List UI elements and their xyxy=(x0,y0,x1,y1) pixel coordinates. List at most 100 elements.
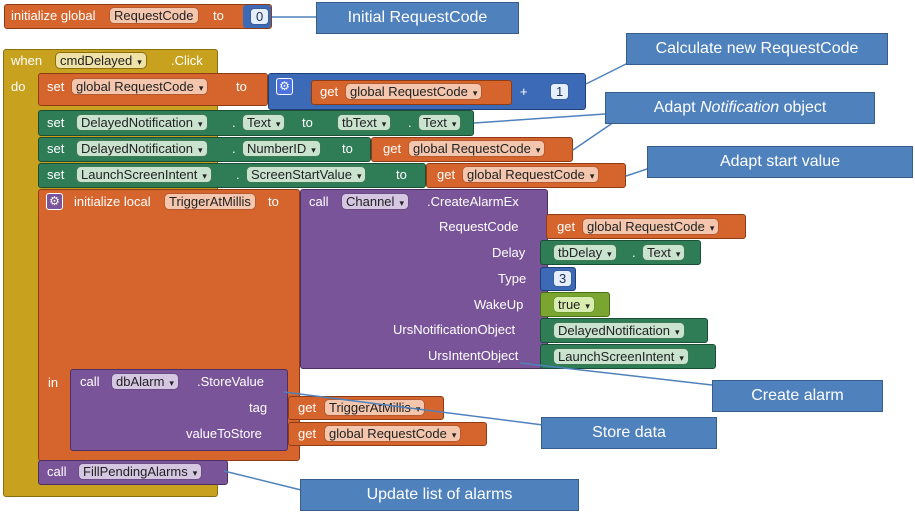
create-alarm-call-block[interactable] xyxy=(300,189,548,369)
gear-icon[interactable]: ⚙ xyxy=(46,193,63,210)
param-intent-dropdown[interactable]: LaunchScreenIntent▾ xyxy=(553,348,689,365)
set3-get-dropdown[interactable]: global RequestCode▾ xyxy=(408,140,546,157)
set4-component-dropdown[interactable]: LaunchScreenIntent▾ xyxy=(76,166,212,183)
set3-set-label: set xyxy=(47,141,65,156)
local-init-label: initialize local xyxy=(74,194,151,209)
event-component-dropdown[interactable]: cmdDelayed▾ xyxy=(55,52,147,69)
store-tag-get-dropdown[interactable]: TriggerAtMillis▾ xyxy=(324,399,426,416)
param-requestcode-label: RequestCode xyxy=(439,219,519,234)
set1-set-label: set xyxy=(47,79,65,94)
store-value-label: valueToStore xyxy=(186,426,262,441)
global-init-label: initialize global xyxy=(11,8,96,23)
param-requestcode-get-label: get xyxy=(557,219,576,234)
callout-initial-requestcode: Initial RequestCode xyxy=(316,2,519,34)
param-wakeup-label: WakeUp xyxy=(474,297,524,312)
set3-property-dropdown[interactable]: NumberID▾ xyxy=(242,140,321,157)
chevron-down-icon: ▾ xyxy=(198,145,203,155)
chevron-down-icon: ▾ xyxy=(356,171,362,181)
gear-icon[interactable]: ⚙ xyxy=(276,78,293,95)
global-init-to-label: to xyxy=(213,8,224,23)
math-plus-label: + xyxy=(520,84,528,99)
event-name-label: .Click xyxy=(171,53,203,68)
set1-var-dropdown[interactable]: global RequestCode▾ xyxy=(71,78,209,95)
store-value-call-block[interactable] xyxy=(70,369,288,451)
set1-get-dropdown[interactable]: global RequestCode▾ xyxy=(345,83,483,100)
callout-create-alarm: Create alarm xyxy=(712,380,883,412)
set4-property-dropdown[interactable]: ScreenStartValue▾ xyxy=(246,166,367,183)
chevron-down-icon: ▾ xyxy=(675,327,680,337)
param-intent-label: UrsIntentObject xyxy=(428,348,519,363)
callout-calculate-requestcode: Calculate new RequestCode xyxy=(626,33,888,65)
math-add-value-field[interactable]: 1 xyxy=(550,83,570,100)
set2-dot-label: . xyxy=(232,115,236,130)
param-type-label: Type xyxy=(498,271,527,286)
alarm-call-label: call xyxy=(309,194,329,209)
chevron-down-icon: ▾ xyxy=(192,468,198,478)
set4-dot-label: . xyxy=(236,167,240,182)
chevron-down-icon: ▾ xyxy=(399,198,404,208)
set2-src-dot-label: . xyxy=(408,115,412,130)
set1-to-label: to xyxy=(236,79,247,94)
alarm-component-dropdown[interactable]: Channel▾ xyxy=(341,193,409,210)
set4-get-label: get xyxy=(437,167,456,182)
callout-adapt-notification: Adapt Notification object xyxy=(605,92,875,124)
set4-get-dropdown[interactable]: global RequestCode▾ xyxy=(462,166,600,183)
chevron-down-icon: ▾ xyxy=(137,57,142,67)
param-delay-component-dropdown[interactable]: tbDelay▾ xyxy=(553,244,617,261)
chevron-down-icon: ▾ xyxy=(607,249,612,259)
set2-to-label: to xyxy=(302,115,313,130)
chevron-down-icon: ▾ xyxy=(311,145,316,155)
param-requestcode-get-dropdown[interactable]: global RequestCode▾ xyxy=(582,218,720,235)
set3-to-label: to xyxy=(342,141,353,156)
set2-property-dropdown[interactable]: Text▾ xyxy=(242,114,286,131)
chevron-down-icon: ▾ xyxy=(381,119,387,129)
local-in-label: in xyxy=(48,375,59,390)
set2-src-component-dropdown[interactable]: tbText▾ xyxy=(337,114,392,131)
param-delay-dot-label: . xyxy=(632,245,636,260)
global-init-value-field[interactable]: 0 xyxy=(250,8,270,25)
callout-adapt-suffix: object xyxy=(779,99,827,116)
set2-component-dropdown[interactable]: DelayedNotification▾ xyxy=(76,114,208,131)
chevron-down-icon: ▾ xyxy=(451,430,457,440)
chevron-down-icon: ▾ xyxy=(202,171,207,181)
param-type-value-field[interactable]: 3 xyxy=(553,270,573,287)
chevron-down-icon: ▾ xyxy=(535,145,541,155)
param-notification-dropdown[interactable]: DelayedNotification▾ xyxy=(553,322,685,339)
chevron-down-icon: ▾ xyxy=(675,249,681,259)
param-delay-property-dropdown[interactable]: Text▾ xyxy=(642,244,686,261)
chevron-down-icon: ▾ xyxy=(198,83,204,93)
set2-src-property-dropdown[interactable]: Text▾ xyxy=(418,114,462,131)
chevron-down-icon: ▾ xyxy=(451,119,457,129)
chevron-down-icon: ▾ xyxy=(169,378,174,388)
callout-adapt-italic: Notification xyxy=(699,99,780,116)
callout-adapt-start-value: Adapt start value xyxy=(647,146,913,178)
set4-set-label: set xyxy=(47,167,65,182)
chevron-down-icon: ▾ xyxy=(198,119,203,129)
store-value-get-label: get xyxy=(298,426,317,441)
set4-to-label: to xyxy=(396,167,407,182)
param-wakeup-dropdown[interactable]: true▾ xyxy=(553,296,595,313)
fill-procedure-dropdown[interactable]: FillPendingAlarms▾ xyxy=(78,463,203,480)
global-var-name-field[interactable]: RequestCode xyxy=(109,7,199,24)
event-when-label: when xyxy=(11,53,43,68)
chevron-down-icon: ▾ xyxy=(589,171,595,181)
alarm-method-label: .CreateAlarmEx xyxy=(427,194,519,209)
store-component-dropdown[interactable]: dbAlarm▾ xyxy=(111,373,179,390)
store-method-label: .StoreValue xyxy=(197,374,264,389)
set3-component-dropdown[interactable]: DelayedNotification▾ xyxy=(76,140,208,157)
set2-set-label: set xyxy=(47,115,65,130)
local-init-to-label: to xyxy=(268,194,279,209)
event-do-label: do xyxy=(11,79,26,94)
set3-dot-label: . xyxy=(232,141,236,156)
fill-call-label: call xyxy=(47,464,67,479)
store-value-get-dropdown[interactable]: global RequestCode▾ xyxy=(324,425,462,442)
local-var-name-field[interactable]: TriggerAtMillis xyxy=(164,193,256,210)
set1-get-label: get xyxy=(320,84,339,99)
chevron-down-icon: ▾ xyxy=(472,88,478,98)
callout-update-list: Update list of alarms xyxy=(300,479,579,511)
chevron-down-icon: ▾ xyxy=(275,119,281,129)
chevron-down-icon: ▾ xyxy=(585,301,590,311)
param-notification-label: UrsNotificationObject xyxy=(393,322,516,337)
